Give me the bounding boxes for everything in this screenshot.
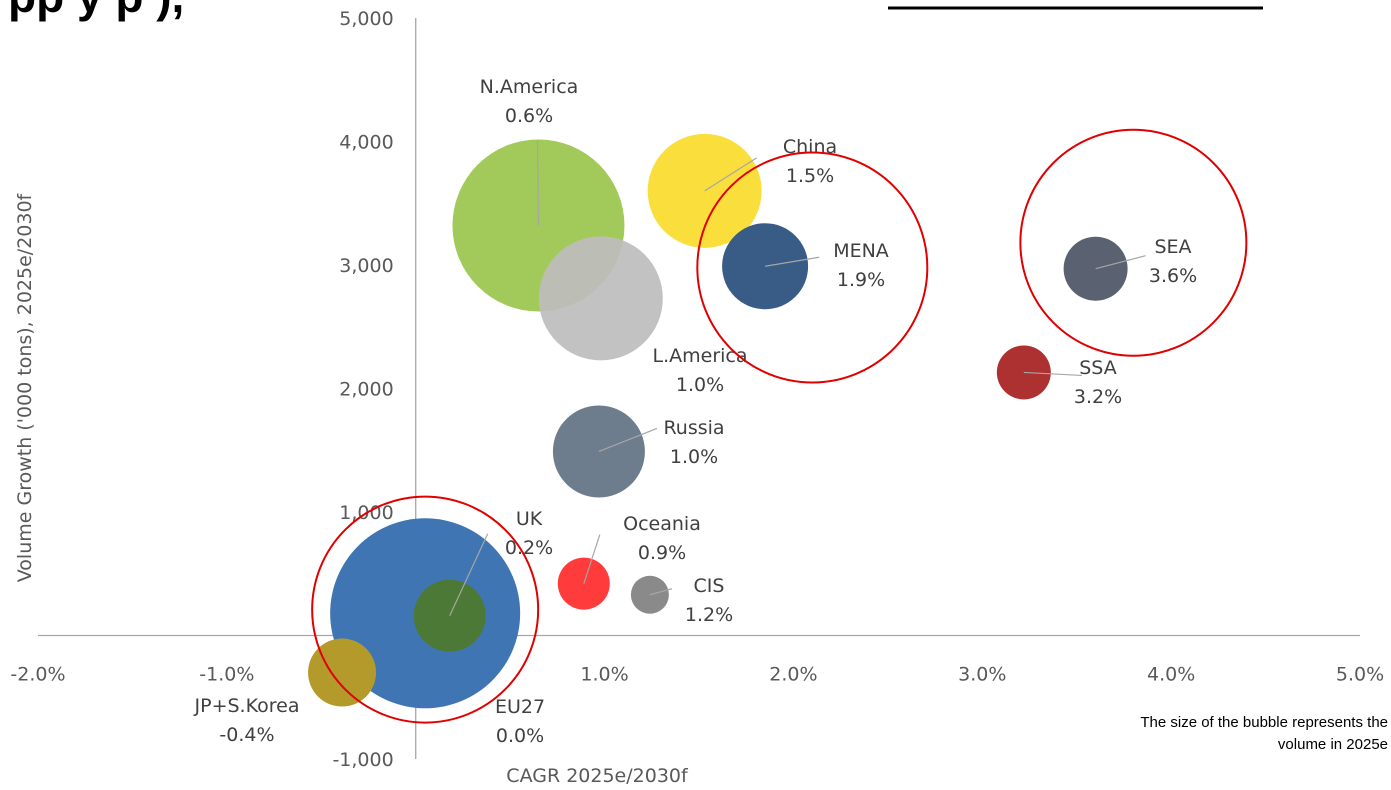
bubble-l-america <box>538 236 663 361</box>
bubble-value-label: 1.9% <box>837 269 885 291</box>
leader-line <box>765 256 820 267</box>
bubble-value-label: 0.6% <box>505 105 553 127</box>
bubble-value-label: 0.0% <box>496 725 544 747</box>
bubble-name-label: Russia <box>663 417 724 439</box>
bubble-value-label: 0.9% <box>638 542 686 564</box>
y-axis-title: Volume Growth ('000 tons), 2025e/2030f <box>14 192 36 582</box>
y-tick-label: 2,000 <box>339 379 393 401</box>
leader-line <box>704 157 757 192</box>
bubble-name-label: CIS <box>694 575 725 597</box>
leader-line <box>1023 371 1082 377</box>
highlight-circle <box>311 495 540 724</box>
bubble-value-label: 1.5% <box>786 165 834 187</box>
x-tick-label: -2.0% <box>10 664 65 686</box>
bubble-value-label: 3.2% <box>1074 386 1122 408</box>
x-tick-label: 1.0% <box>580 664 628 686</box>
bubble-name-label: JP+S.Korea <box>194 695 300 717</box>
highlight-circle <box>696 151 929 384</box>
y-tick-label: 3,000 <box>339 255 393 277</box>
note-line-2: volume in 2025e <box>1277 736 1388 753</box>
bubble-size-note: The size of the bubble represents the vo… <box>1058 712 1388 756</box>
leader-line <box>649 588 673 596</box>
bubble-value-label: 1.2% <box>685 604 733 626</box>
leader-line <box>1095 255 1146 270</box>
bubble-name-label: SSA <box>1079 357 1116 379</box>
bubble-value-label: 1.0% <box>676 374 724 396</box>
bubble-value-label: 3.6% <box>1149 265 1197 287</box>
chart-title-fragment: pp y p ), <box>8 0 184 22</box>
x-axis-title: CAGR 2025e/2030f <box>506 765 689 787</box>
y-tick-label: -1,000 <box>332 749 393 771</box>
bubble-jp-s-korea <box>308 638 377 707</box>
leader-line <box>536 140 540 226</box>
bubble-name-label: SEA <box>1154 236 1191 258</box>
y-tick-label: 5,000 <box>339 8 393 30</box>
bubble-value-label: 1.0% <box>670 446 718 468</box>
leader-line <box>449 533 489 616</box>
highlight-circle <box>1019 128 1248 357</box>
bubble-value-label: 0.2% <box>505 537 553 559</box>
bubble-name-label: EU27 <box>495 696 545 718</box>
x-tick-label: -1.0% <box>199 664 254 686</box>
bubble-name-label: UK <box>516 508 543 530</box>
leader-line <box>583 534 601 584</box>
x-tick-label: 2.0% <box>769 664 817 686</box>
bubble-name-label: L.America <box>653 345 748 367</box>
bubble-name-label: Oceania <box>623 513 701 535</box>
bubble-name-label: N.America <box>480 76 579 98</box>
note-line-1: The size of the bubble represents the <box>1140 714 1388 731</box>
y-tick-label: 4,000 <box>339 132 393 154</box>
x-tick-label: 4.0% <box>1147 664 1195 686</box>
leader-line <box>598 427 658 453</box>
bubble-value-label: -0.4% <box>219 724 274 746</box>
bubble-name-label: MENA <box>833 240 889 262</box>
x-tick-label: 5.0% <box>1336 664 1384 686</box>
x-tick-label: 3.0% <box>958 664 1006 686</box>
bubble-ssa <box>996 345 1051 400</box>
